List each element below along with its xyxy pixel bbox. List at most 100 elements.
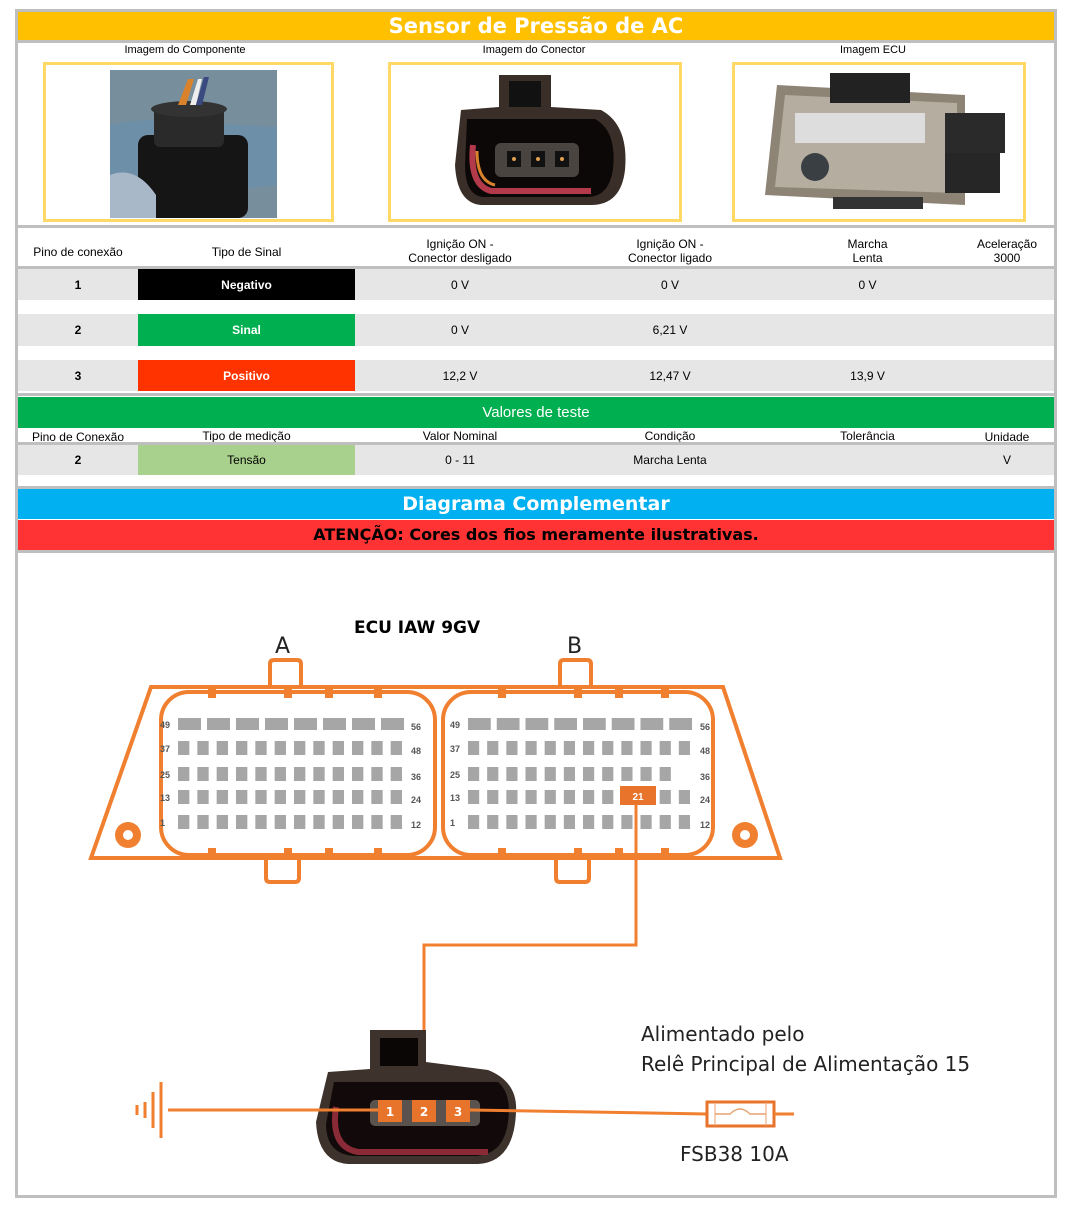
header-line: Conector ligado (627, 251, 713, 265)
ecu-notch-top (498, 689, 506, 698)
ecu-pin (583, 790, 595, 804)
pin-row-label-left: 25 (450, 770, 460, 780)
ecu-pin (678, 815, 690, 829)
connector-b-label: B (567, 634, 583, 659)
value-ign-on: 0 V (660, 277, 679, 292)
col-header-unit: Unidade (984, 430, 1030, 444)
ecu-notch-bottom (574, 848, 582, 857)
ecu-notch-bottom (661, 848, 669, 857)
pin-row-label-right: 56 (700, 722, 710, 732)
ecu-pin (236, 767, 248, 781)
ecu-pin (506, 790, 518, 804)
component-image (43, 62, 334, 222)
col-header-pin: Pino de Conexão (31, 430, 125, 444)
ecu-pin (554, 718, 577, 730)
ecu-pin (583, 815, 595, 829)
condition-value: Marcha Lenta (633, 453, 707, 467)
ecu-pin (294, 741, 306, 755)
divider (18, 550, 1054, 553)
divider (18, 266, 1054, 269)
ecu-pin (621, 815, 633, 829)
ecu-pin (236, 815, 248, 829)
ecu-pin (332, 767, 344, 781)
ecu-pin (621, 741, 633, 755)
pin-number: 2 (74, 453, 82, 467)
sensor-connector-image (316, 1030, 517, 1164)
ecu-pin (544, 815, 556, 829)
table-row: 2 Sinal 0 V 6,21 V (18, 314, 1054, 346)
ecu-pin (525, 790, 537, 804)
divider (18, 40, 1054, 43)
ecu-pin (640, 815, 652, 829)
ecu-pin (544, 790, 556, 804)
ecu-pin (659, 815, 671, 829)
ecu-pin (352, 790, 364, 804)
pin-number: 2 (74, 323, 82, 337)
pin-row-label-right: 48 (411, 746, 421, 756)
pin-row-label-left: 37 (160, 744, 170, 754)
ecu-pin (216, 790, 228, 804)
ecu-pin (381, 718, 404, 730)
ecu-pin (468, 718, 491, 730)
col-header-ign-off: Ignição ON - Conector desligado (355, 237, 565, 265)
ecu-pin (563, 741, 575, 755)
pin-row-label-left: 49 (160, 720, 170, 730)
ecu-pin (487, 767, 499, 781)
signal-type-negative: Negativo (138, 269, 355, 300)
signal-wire (422, 805, 638, 1097)
ecu-pin (178, 815, 190, 829)
col-header-tolerance: Tolerância (840, 429, 895, 443)
ecu-notch-top (661, 689, 669, 698)
value-ign-off: 12,2 V (442, 368, 478, 383)
ecu-pin (640, 767, 652, 781)
ecu-pin (178, 718, 201, 730)
pin-row-label-left: 13 (160, 793, 170, 803)
ecu-pin (468, 815, 480, 829)
supply-text-line1: Alimentado pelo (641, 1022, 805, 1046)
fuse-label: FSB38 10A (680, 1142, 789, 1166)
col-header-condition: Condição (644, 429, 696, 443)
ecu-pin (216, 815, 228, 829)
ecu-notch-bottom (284, 848, 292, 857)
ecu-pin (207, 718, 230, 730)
ecu-name: ECU IAW 9GV (354, 618, 481, 638)
ecu-pin (332, 790, 344, 804)
pin-row-label-right: 24 (700, 795, 710, 805)
ecu-pin (371, 767, 383, 781)
ecu-pin (178, 790, 190, 804)
mounting-holes (115, 822, 758, 848)
ecu-pin (178, 767, 190, 781)
test-values-title: Valores de teste (18, 397, 1054, 428)
header-line: Aceleração (976, 237, 1038, 251)
ecu-notch-bottom (498, 848, 506, 857)
ecu-pin (255, 741, 267, 755)
ecu-pin (525, 741, 537, 755)
value-idle (775, 314, 960, 346)
ecu-pin (371, 790, 383, 804)
ecu-pin (265, 718, 288, 730)
ecu-pin (236, 718, 259, 730)
ecu-pin (197, 815, 209, 829)
value-accel (960, 269, 1054, 300)
pin-row-label-left: 13 (450, 793, 460, 803)
header-line: 3000 (993, 251, 1021, 265)
ecu-pin (216, 767, 228, 781)
ecu-pin (255, 790, 267, 804)
ecu-notch-top (574, 689, 582, 698)
ecu-pin (563, 767, 575, 781)
divider (18, 442, 1054, 445)
measurement-type: Tensão (138, 445, 355, 475)
ground-icon (135, 1082, 163, 1138)
mounting-hole-right-inner (740, 830, 750, 840)
ecu-pin (332, 741, 344, 755)
value-ign-off: 0 V (450, 277, 469, 292)
value-accel (960, 314, 1054, 346)
ecu-pin (274, 790, 286, 804)
divider (18, 393, 1054, 396)
connector-image-label: Imagem do Conector (482, 44, 586, 56)
col-header-idle: Marcha Lenta (775, 237, 960, 265)
ecu-pin (352, 767, 364, 781)
ecu-notch-top (374, 689, 382, 698)
ecu-pin (602, 790, 614, 804)
